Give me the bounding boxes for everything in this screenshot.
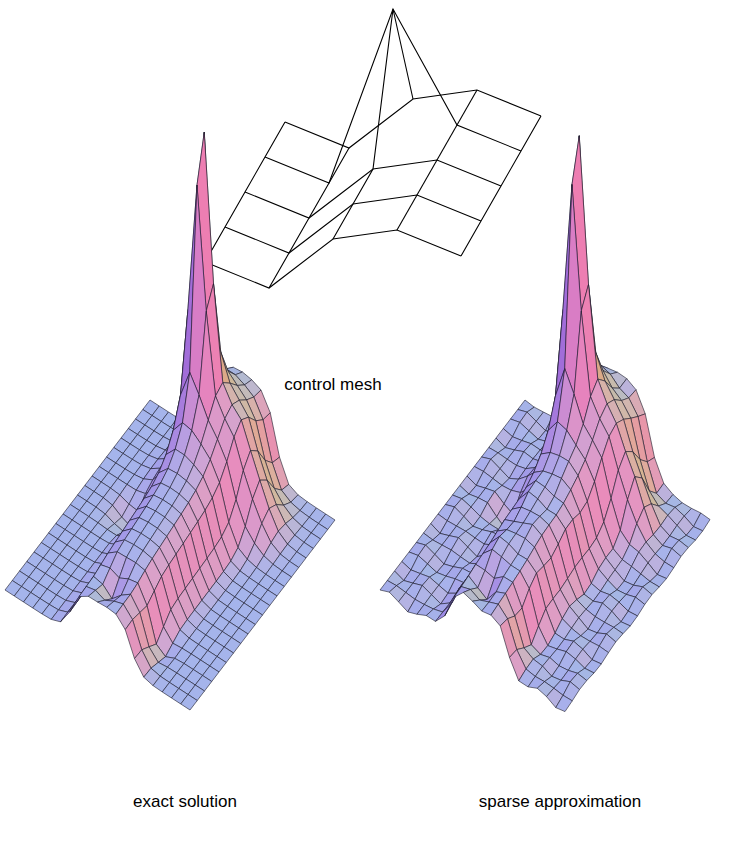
mesh-line — [461, 116, 541, 256]
mesh-line — [285, 90, 541, 148]
control-mesh-wireframe — [205, 9, 541, 288]
surface-patch — [556, 695, 573, 711]
surface-patch — [500, 619, 517, 658]
mesh-line — [245, 160, 501, 218]
approx-surface — [380, 136, 710, 712]
figure-caption: control mesh — [284, 375, 381, 395]
figure-caption: exact solution — [133, 792, 237, 812]
mesh-line — [265, 9, 521, 183]
figure-caption: sparse approximation — [479, 792, 642, 812]
mesh-line — [333, 9, 413, 239]
exact-surface — [5, 132, 335, 710]
surface-patch — [181, 694, 198, 710]
surface-patch — [436, 603, 453, 622]
surface-patch — [443, 588, 460, 612]
surface-patch — [88, 590, 105, 602]
mesh-line — [397, 90, 477, 230]
surface-patch — [463, 589, 480, 601]
